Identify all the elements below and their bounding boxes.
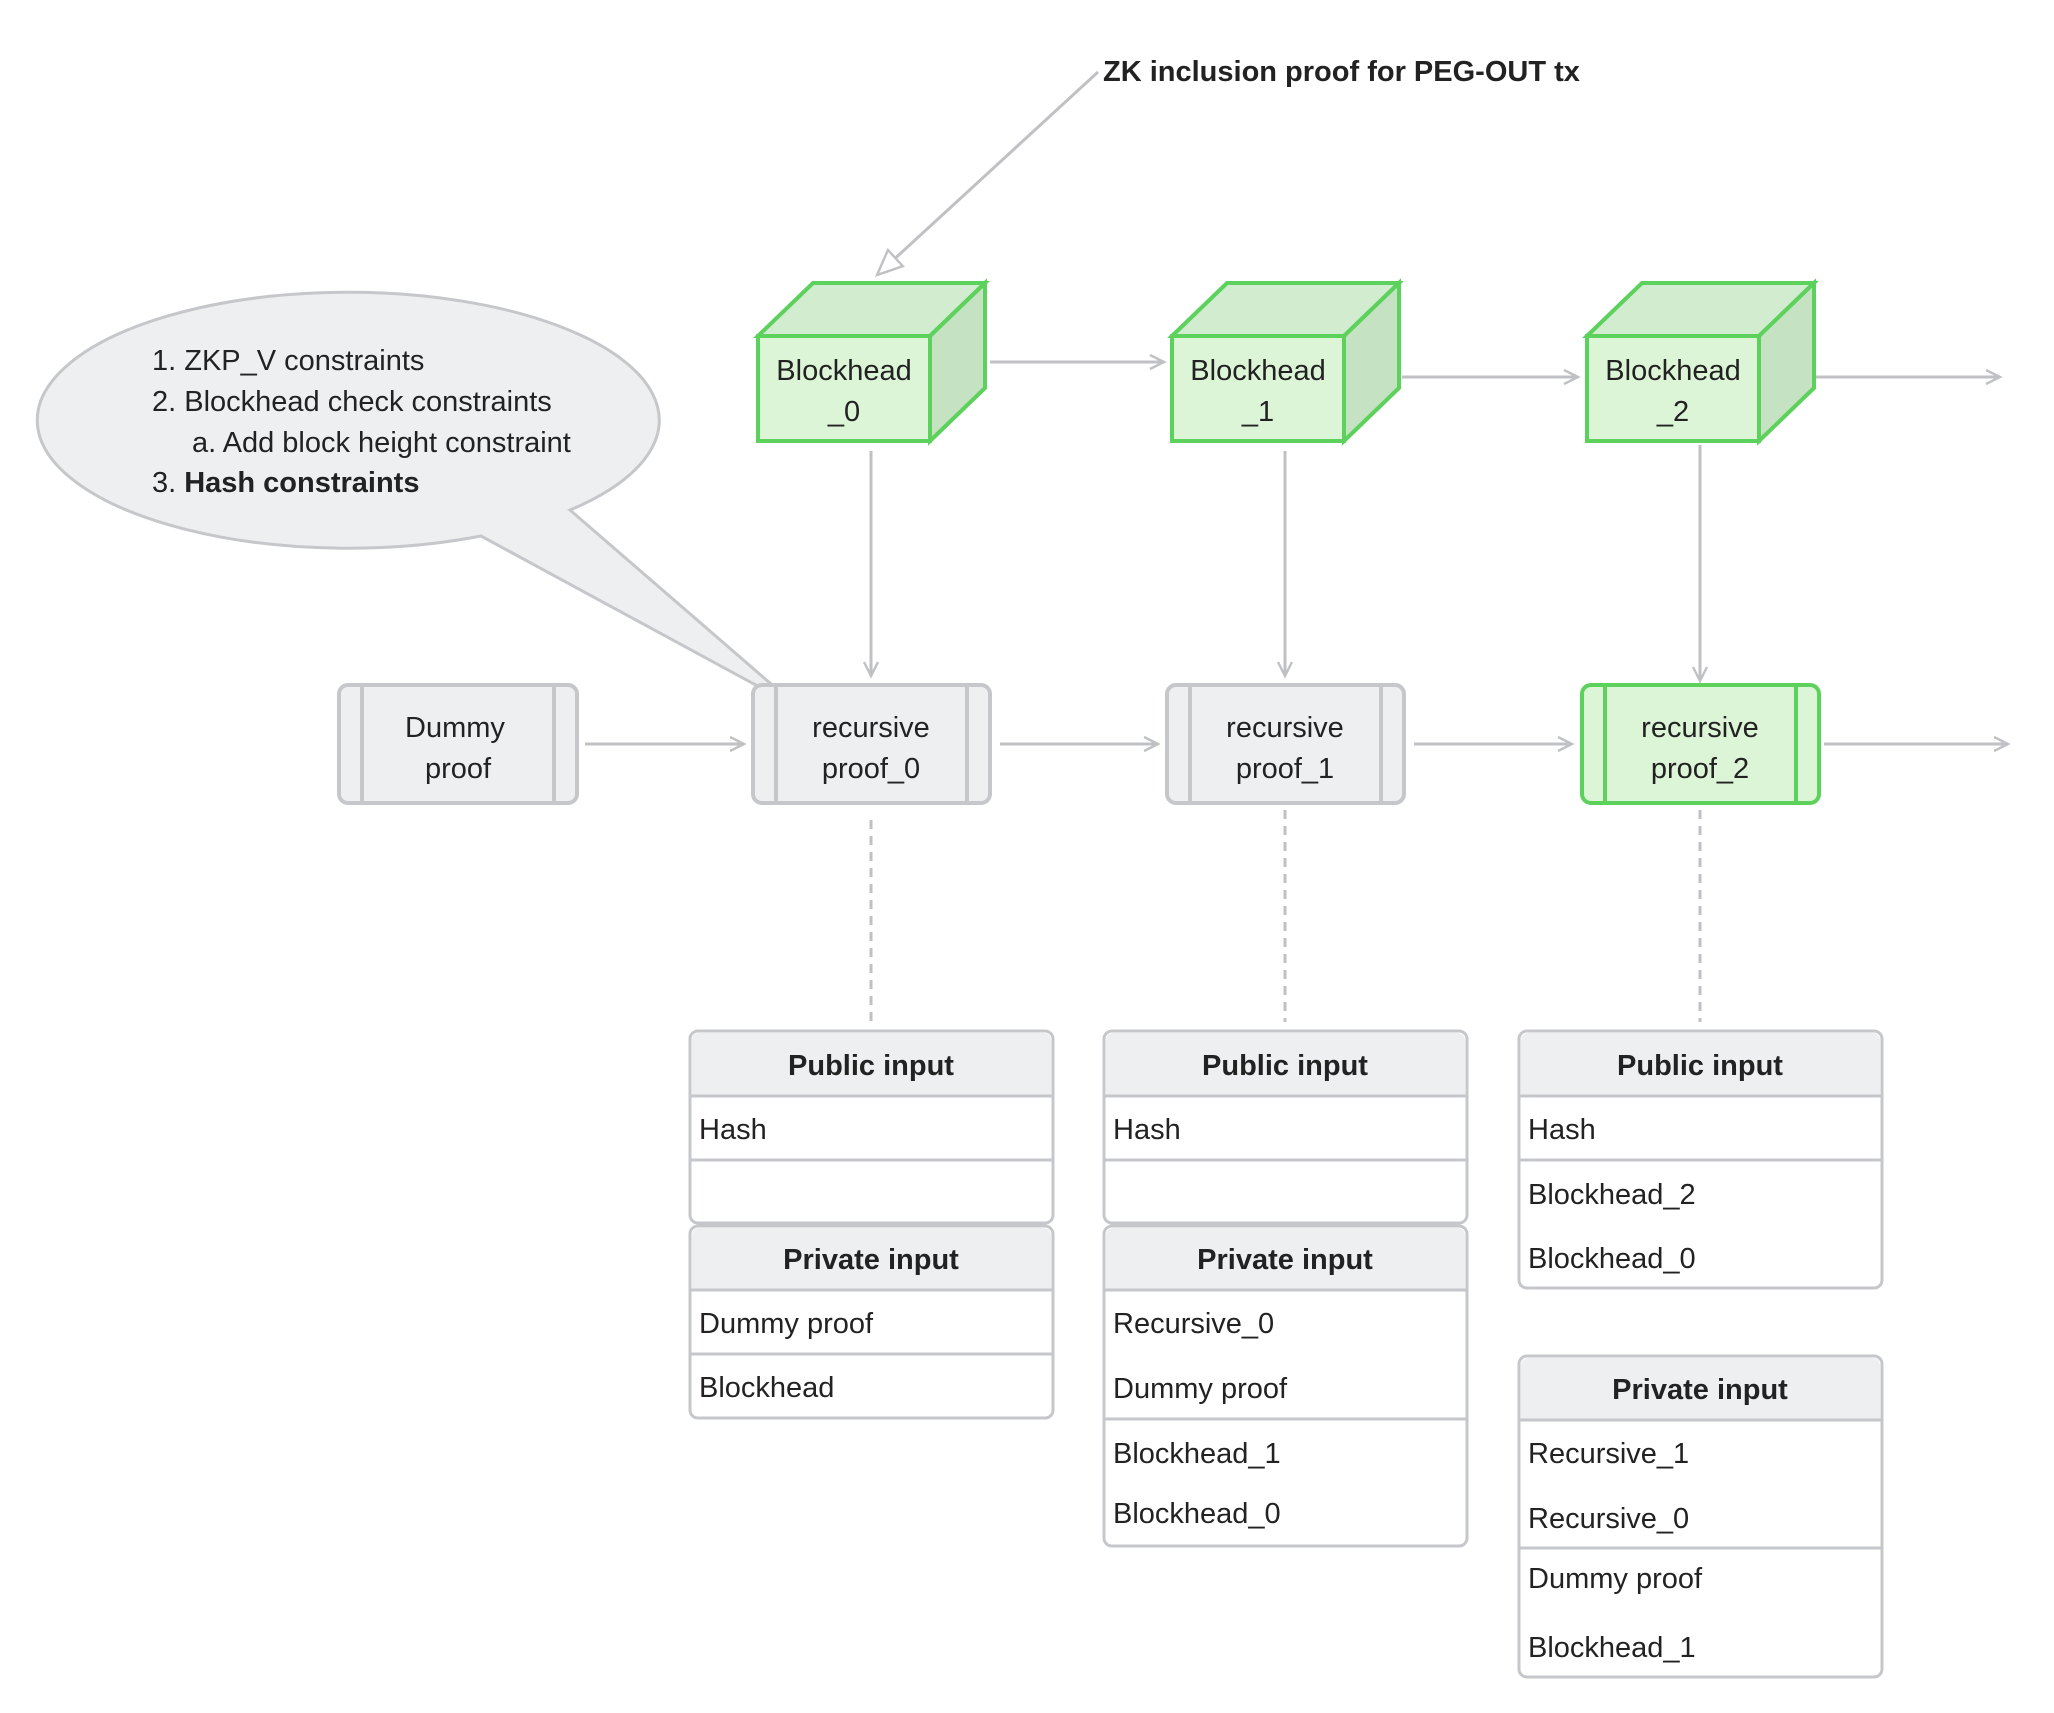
recursive-proof-1-line1: recursive [1226,712,1344,744]
blockhead-0-index: _0 [827,396,860,428]
bubble-item-2a: a. Add block height constraint [192,427,571,459]
table-0-private-header: Private input [783,1244,959,1276]
table-2-private-row-3: Blockhead_1 [1528,1632,1696,1664]
table-2-public-row-1: Blockhead_2 [1528,1179,1696,1211]
table-1-private-header: Private input [1197,1244,1373,1276]
table-2-private-row-1: Recursive_0 [1528,1503,1689,1535]
recursive-proof-1: recursive proof_1 [1165,683,1406,805]
recursive-proof-2-line1: recursive [1641,712,1759,744]
table-0-public-row-0: Hash [699,1114,767,1146]
table-1-private-row-1: Dummy proof [1113,1373,1288,1405]
recursive-proof-0-line1: recursive [812,712,930,744]
blockhead-0-label: Blockhead [776,355,911,387]
table-2: Public input Hash Blockhead_2 Blockhead_… [1517,1029,1884,1679]
dummy-proof-line1: Dummy [405,712,505,744]
blockhead-1-label: Blockhead [1190,355,1325,387]
table-1-private-row-0: Recursive_0 [1113,1308,1274,1340]
table-0-private-row-0: Dummy proof [699,1308,874,1340]
bubble-item-3: 3.Hash constraints [152,467,419,499]
table-2-public-header: Public input [1617,1050,1783,1082]
table-0: Public input Hash Private input Dummy pr… [688,1029,1055,1420]
recursive-proof-1-line2: proof_1 [1236,753,1334,785]
table-2-private: Private input Recursive_1 Recursive_0 Du… [1517,1354,1884,1679]
table-2-public: Public input Hash Blockhead_2 Blockhead_… [1517,1029,1884,1290]
table-0-private-row-1: Blockhead [699,1372,834,1404]
table-0-private: Private input Dummy proof Blockhead [688,1224,1055,1420]
bubble-item-3-label: Hash constraints [184,467,419,499]
blockhead-1-index: _1 [1241,396,1274,428]
blockhead-2-label: Blockhead [1605,355,1740,387]
dummy-proof-box: Dummy proof [337,683,579,805]
table-1-private: Private input Recursive_0 Dummy proof Bl… [1102,1224,1469,1548]
recursive-proof-2-line2: proof_2 [1651,753,1749,785]
table-1-public: Public input Hash [1102,1029,1469,1225]
table-0-public: Public input Hash [688,1029,1055,1225]
table-2-public-row-2: Blockhead_0 [1528,1243,1696,1275]
table-1: Public input Hash Private input Recursiv… [1102,1029,1469,1548]
constraints-bubble: 1. ZKP_V constraints 2. Blockhead check … [35,290,801,711]
bubble-item-3-number: 3. [152,467,176,499]
table-0-public-header: Public input [788,1050,954,1082]
table-1-private-row-3: Blockhead_0 [1113,1498,1281,1530]
bubble-item-1: 1. ZKP_V constraints [152,345,424,377]
table-1-public-row-0: Hash [1113,1114,1181,1146]
recursive-proof-2: recursive proof_2 [1580,683,1821,805]
table-1-public-header: Public input [1202,1050,1368,1082]
annotation-arrow [874,70,1100,278]
dummy-proof-line2: proof [425,753,492,785]
blockhead-1: Blockhead _1 [1167,278,1404,446]
table-2-private-row-2: Dummy proof [1528,1563,1703,1595]
table-2-public-row-0: Hash [1528,1114,1596,1146]
table-2-private-header: Private input [1612,1374,1788,1406]
annotation-title: ZK inclusion proof for PEG-OUT tx [1103,56,1580,88]
recursive-proof-0: recursive proof_0 [751,683,992,805]
table-1-private-row-2: Blockhead_1 [1113,1438,1281,1470]
bubble-item-2: 2. Blockhead check constraints [152,386,552,418]
recursive-proof-0-line2: proof_0 [822,753,920,785]
blockhead-0: Blockhead _0 [753,278,990,446]
blockhead-2-index: _2 [1656,396,1689,428]
blockhead-2: Blockhead _2 [1582,278,1819,446]
table-2-private-row-0: Recursive_1 [1528,1438,1689,1470]
